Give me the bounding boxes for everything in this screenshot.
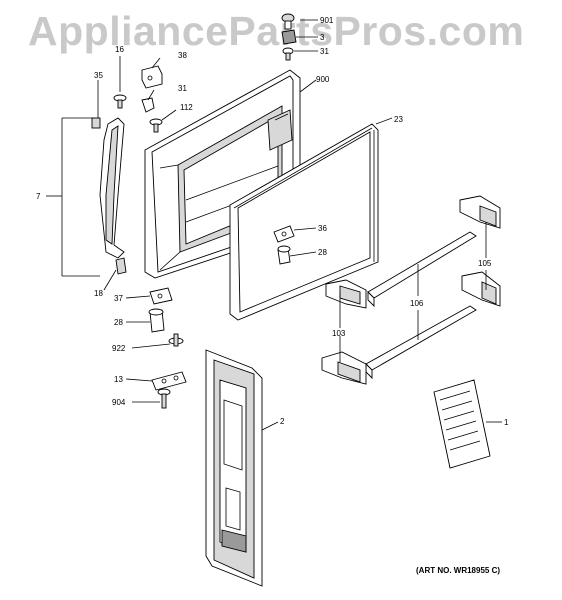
art-number: (ART NO. WR18955 C) <box>416 566 501 575</box>
callout-13: 13 <box>114 375 123 384</box>
callout-28-gasket: 28 <box>318 248 327 257</box>
callout-16: 16 <box>115 45 124 54</box>
callout-1: 1 <box>504 418 509 427</box>
cap-28-upper <box>277 245 291 265</box>
instruction-booklet <box>433 379 491 469</box>
callout-18: 18 <box>94 289 103 298</box>
hinge-bracket-36 <box>273 225 295 243</box>
callout-103: 103 <box>332 329 346 338</box>
callout-3: 3 <box>320 33 325 42</box>
callout-38: 38 <box>178 51 187 60</box>
bushing-31 <box>141 97 155 113</box>
screw-904 <box>157 388 171 409</box>
cap-28 <box>148 308 165 333</box>
leader-lines <box>46 19 502 431</box>
watermark: AppliancePartsPros.com <box>28 8 525 54</box>
callout-901: 901 <box>320 16 334 25</box>
callout-37: 37 <box>114 294 123 303</box>
shelf-rails <box>365 231 477 380</box>
hinge-bracket-13 <box>151 371 187 391</box>
door-handle <box>91 117 125 259</box>
door-liner <box>205 349 263 587</box>
callout-900: 900 <box>316 75 330 84</box>
screw-922 <box>168 333 184 347</box>
top-hinge-parts <box>281 13 297 61</box>
screw-18 <box>115 257 127 275</box>
callout-31-top: 31 <box>320 47 329 56</box>
callout-31: 31 <box>178 84 187 93</box>
callout-36: 36 <box>318 224 327 233</box>
callout-904: 904 <box>112 398 126 407</box>
callout-105: 105 <box>478 259 492 268</box>
callout-28: 28 <box>114 318 123 327</box>
hinge-bracket-37 <box>149 287 173 305</box>
screw-112 <box>149 118 163 133</box>
callout-labels: 901 3 31 900 16 38 35 31 112 23 7 36 28 … <box>36 16 509 427</box>
screw-16 <box>113 94 127 109</box>
hinge-bracket-38 <box>141 65 163 89</box>
callout-922: 922 <box>112 344 126 353</box>
shelf-end-caps <box>321 195 501 385</box>
callout-106: 106 <box>410 299 424 308</box>
callout-35: 35 <box>94 71 103 80</box>
callout-23: 23 <box>394 115 403 124</box>
door-gasket <box>229 123 379 321</box>
callout-2: 2 <box>280 417 285 426</box>
callout-7: 7 <box>36 192 41 201</box>
callout-112: 112 <box>180 103 193 112</box>
